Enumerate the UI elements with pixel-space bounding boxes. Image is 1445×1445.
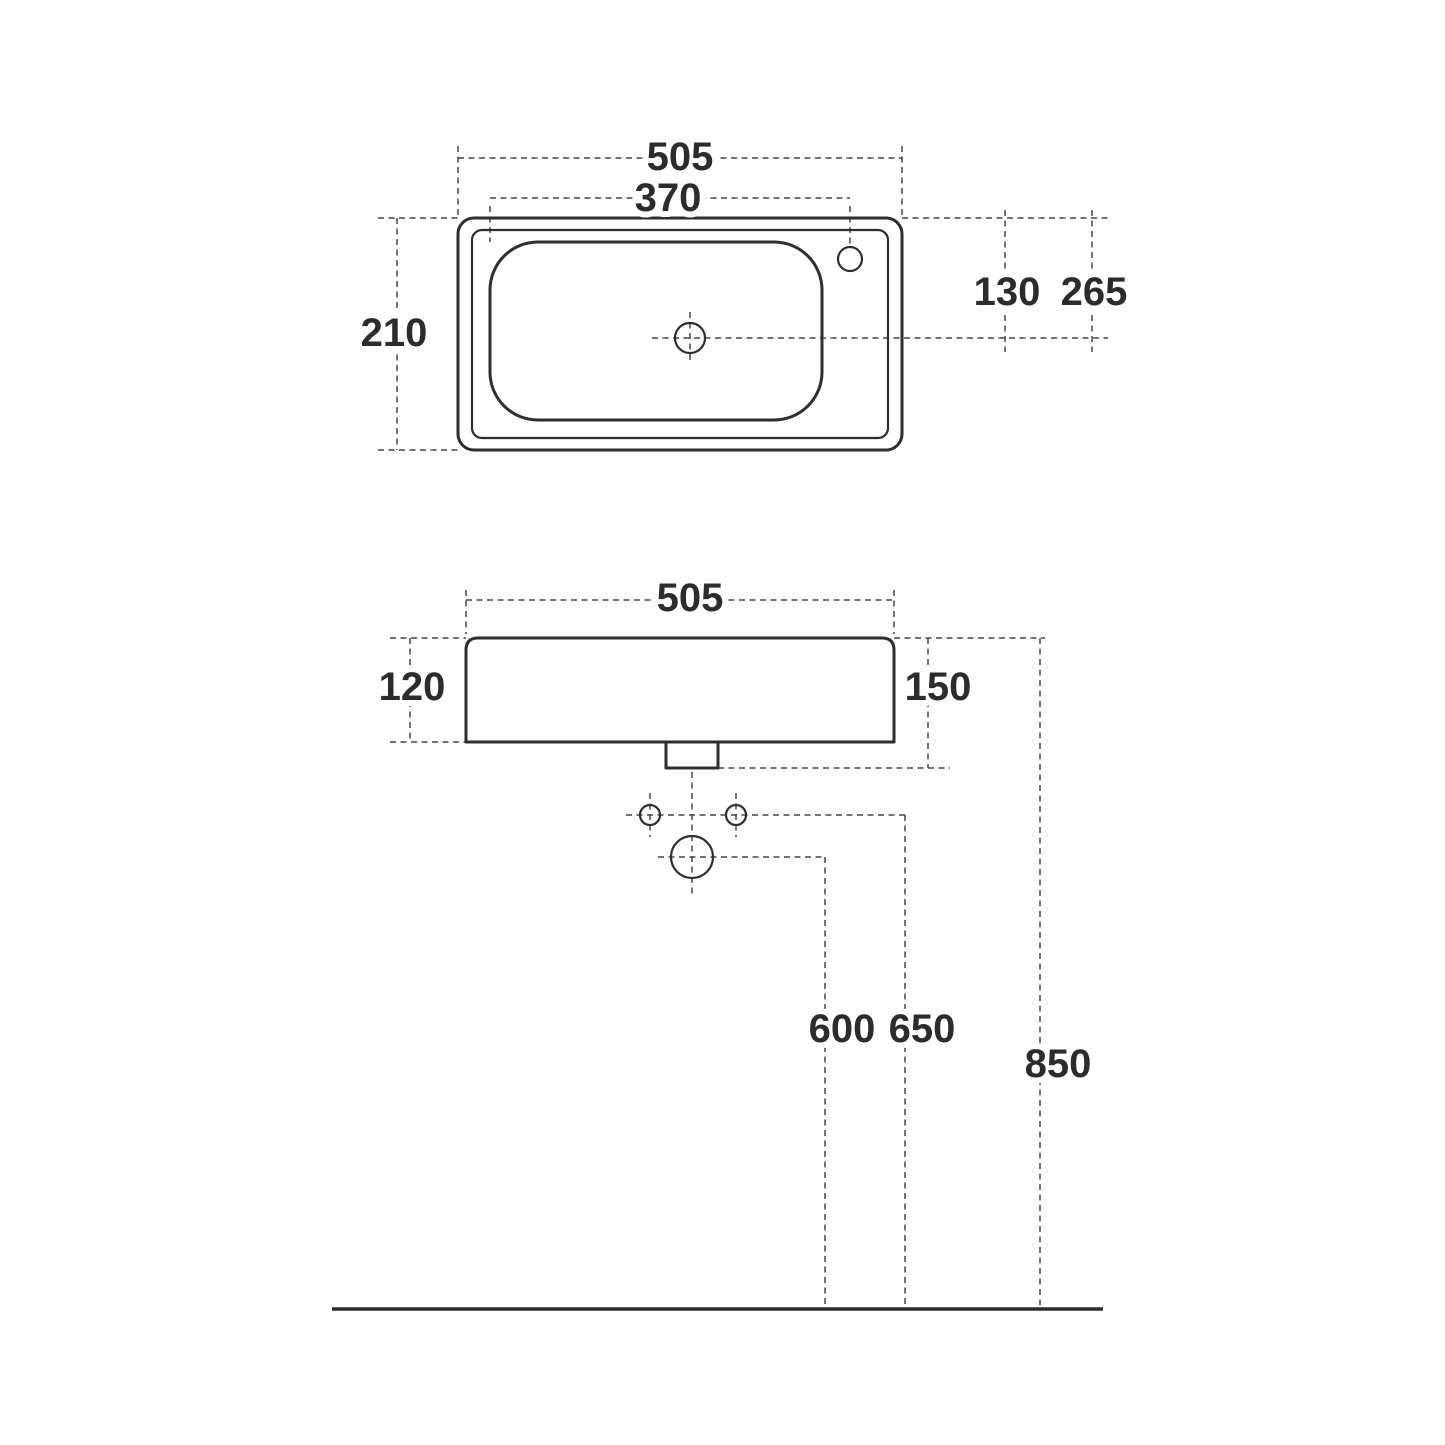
front-view-dimension-lines: [390, 590, 1045, 1308]
waste-trap-fitting: [664, 740, 720, 770]
label-drain-outlet-height: 600: [809, 1007, 876, 1051]
label-top-depth: 210: [361, 311, 428, 355]
label-top-drain-depth: 265: [1061, 270, 1128, 314]
label-front-height: 120: [379, 665, 446, 709]
label-rim-height: 850: [1025, 1042, 1092, 1086]
top-view-dimension-lines: [378, 146, 1108, 451]
label-supply-height: 650: [889, 1007, 956, 1051]
label-top-tap-center-width: 370: [635, 176, 702, 220]
supply-hole-left: [638, 803, 662, 827]
label-front-total-height: 150: [905, 665, 972, 709]
sink-front-outline: [464, 636, 896, 744]
front-view: [332, 636, 1103, 1311]
label-front-overall-width: 505: [657, 576, 724, 620]
basin-outline: [488, 240, 824, 422]
sink-outer-outline: [456, 216, 904, 452]
drain-hole: [673, 321, 707, 355]
front-view-labels: 505 120 150 600 650 850: [373, 570, 1098, 1092]
label-top-overall-width: 505: [647, 135, 714, 179]
supply-hole-right: [724, 803, 748, 827]
label-top-drain-offset: 130: [974, 270, 1041, 314]
tap-hole: [836, 245, 864, 273]
top-view: [456, 216, 904, 452]
sink-inner-rim: [470, 228, 890, 440]
top-view-labels: 505 370 210 130 265: [355, 129, 1134, 361]
waste-outlet-hole: [669, 834, 715, 880]
